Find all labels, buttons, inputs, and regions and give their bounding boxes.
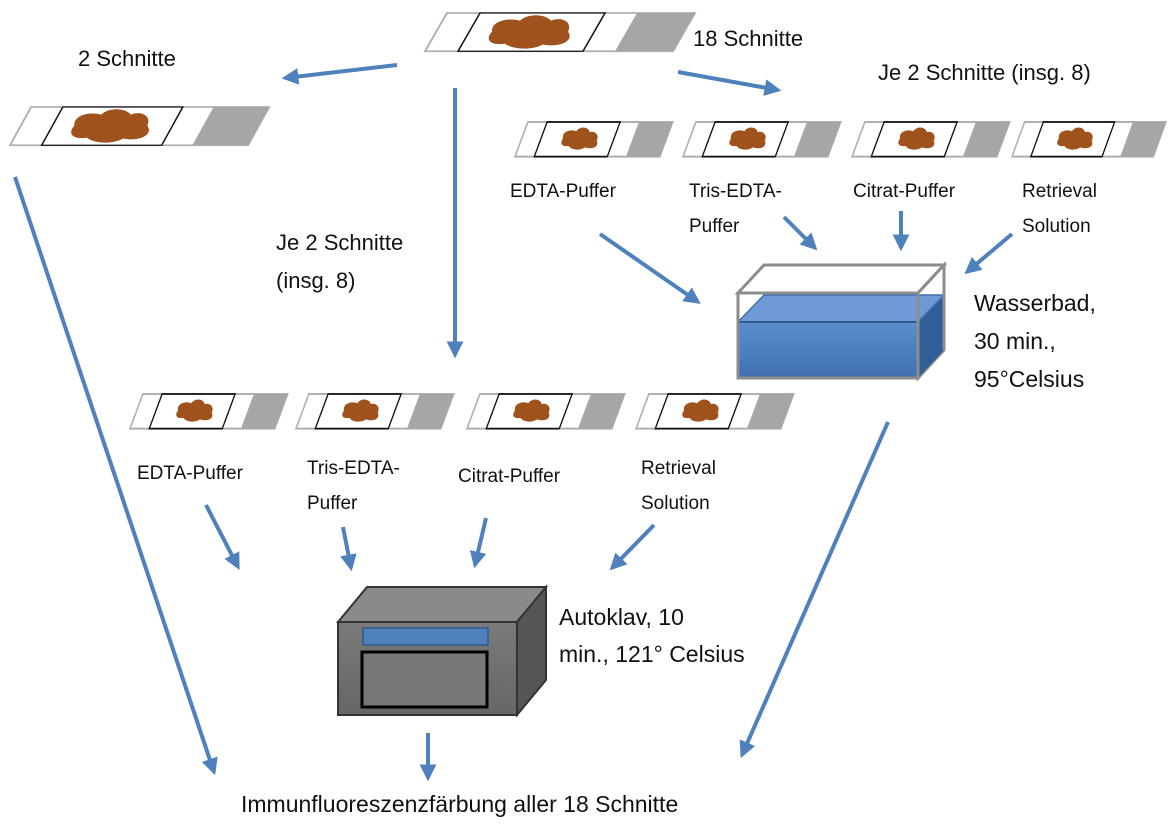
arrow-water-bath-to-final xyxy=(739,421,890,759)
water-bath-box xyxy=(734,261,948,382)
final-step-label: Immunfluoreszenzfärbung aller 18 Schnitt… xyxy=(241,791,678,817)
water-bath-citrat-label: Citrat-Puffer xyxy=(853,181,956,202)
slide-autoclave-retrieval xyxy=(634,392,795,430)
middle-branch-label-line1: Je 2 Schnitte xyxy=(276,230,403,255)
arrow-left-branch-to-final xyxy=(13,176,218,776)
autoclave-edta-label: EDTA-Puffer xyxy=(137,463,244,484)
autoclave-citrat-label: Citrat-Puffer xyxy=(458,466,561,487)
water-bath-label-line1: Wasserbad, xyxy=(974,290,1096,316)
autoclave-label-line2: min., 121° Celsius xyxy=(559,641,745,667)
water-bath-retrieval-label-line2: Solution xyxy=(1022,216,1091,237)
slide-water-bath-tris-edta xyxy=(681,120,842,158)
autoclave-retrieval-label-line1: Retrieval xyxy=(641,458,716,479)
slide-water-bath-retrieval xyxy=(1010,120,1168,158)
slide-source xyxy=(423,12,697,53)
autoclave-tris-edta-label-line2: Puffer xyxy=(307,493,358,514)
water-bath-tris-edta-label-line2: Puffer xyxy=(689,216,740,237)
top-right-label: 18 Schnitte xyxy=(693,26,803,51)
arrow-retrieval-to-autoclave xyxy=(609,523,656,571)
autoclave-tris-edta-label-line1: Tris-EDTA- xyxy=(307,458,400,479)
arrow-edta-to-water-bath xyxy=(598,232,701,304)
water-bath-label-line2: 30 min., xyxy=(974,328,1056,354)
water-bath-edta-label: EDTA-Puffer xyxy=(510,181,617,202)
slide-water-bath-citrat xyxy=(850,120,1011,158)
arrow-source-to-right-branch xyxy=(677,70,782,96)
autoclave-box xyxy=(335,584,549,718)
slide-autoclave-tris-edta xyxy=(294,392,455,430)
right-branch-label: Je 2 Schnitte (insg. 8) xyxy=(878,60,1091,85)
water-bath-tris-edta-label-line1: Tris-EDTA- xyxy=(689,181,782,202)
left-branch-label: 2 Schnitte xyxy=(78,46,176,71)
arrow-tris-edta-to-autoclave xyxy=(340,526,357,572)
middle-branch-label-line2: (insg. 8) xyxy=(276,268,355,293)
slide-autoclave-edta xyxy=(128,392,289,430)
arrow-citrat-to-autoclave xyxy=(469,517,488,569)
water-bath-label-line3: 95°Celsius xyxy=(974,366,1084,392)
arrow-source-to-left-branch xyxy=(281,63,398,85)
arrow-tris-edta-to-water-bath xyxy=(782,215,818,251)
autoclave-label-line1: Autoklav, 10 xyxy=(559,604,684,630)
slide-left-branch xyxy=(8,106,271,147)
arrow-retrieval-to-water-bath xyxy=(964,232,1014,275)
water-bath-retrieval-label-line1: Retrieval xyxy=(1022,181,1097,202)
autoclave-retrieval-label-line2: Solution xyxy=(641,493,710,514)
slide-water-bath-edta xyxy=(513,120,674,158)
slide-autoclave-citrat xyxy=(465,392,626,430)
arrow-edta-to-autoclave xyxy=(204,504,240,570)
